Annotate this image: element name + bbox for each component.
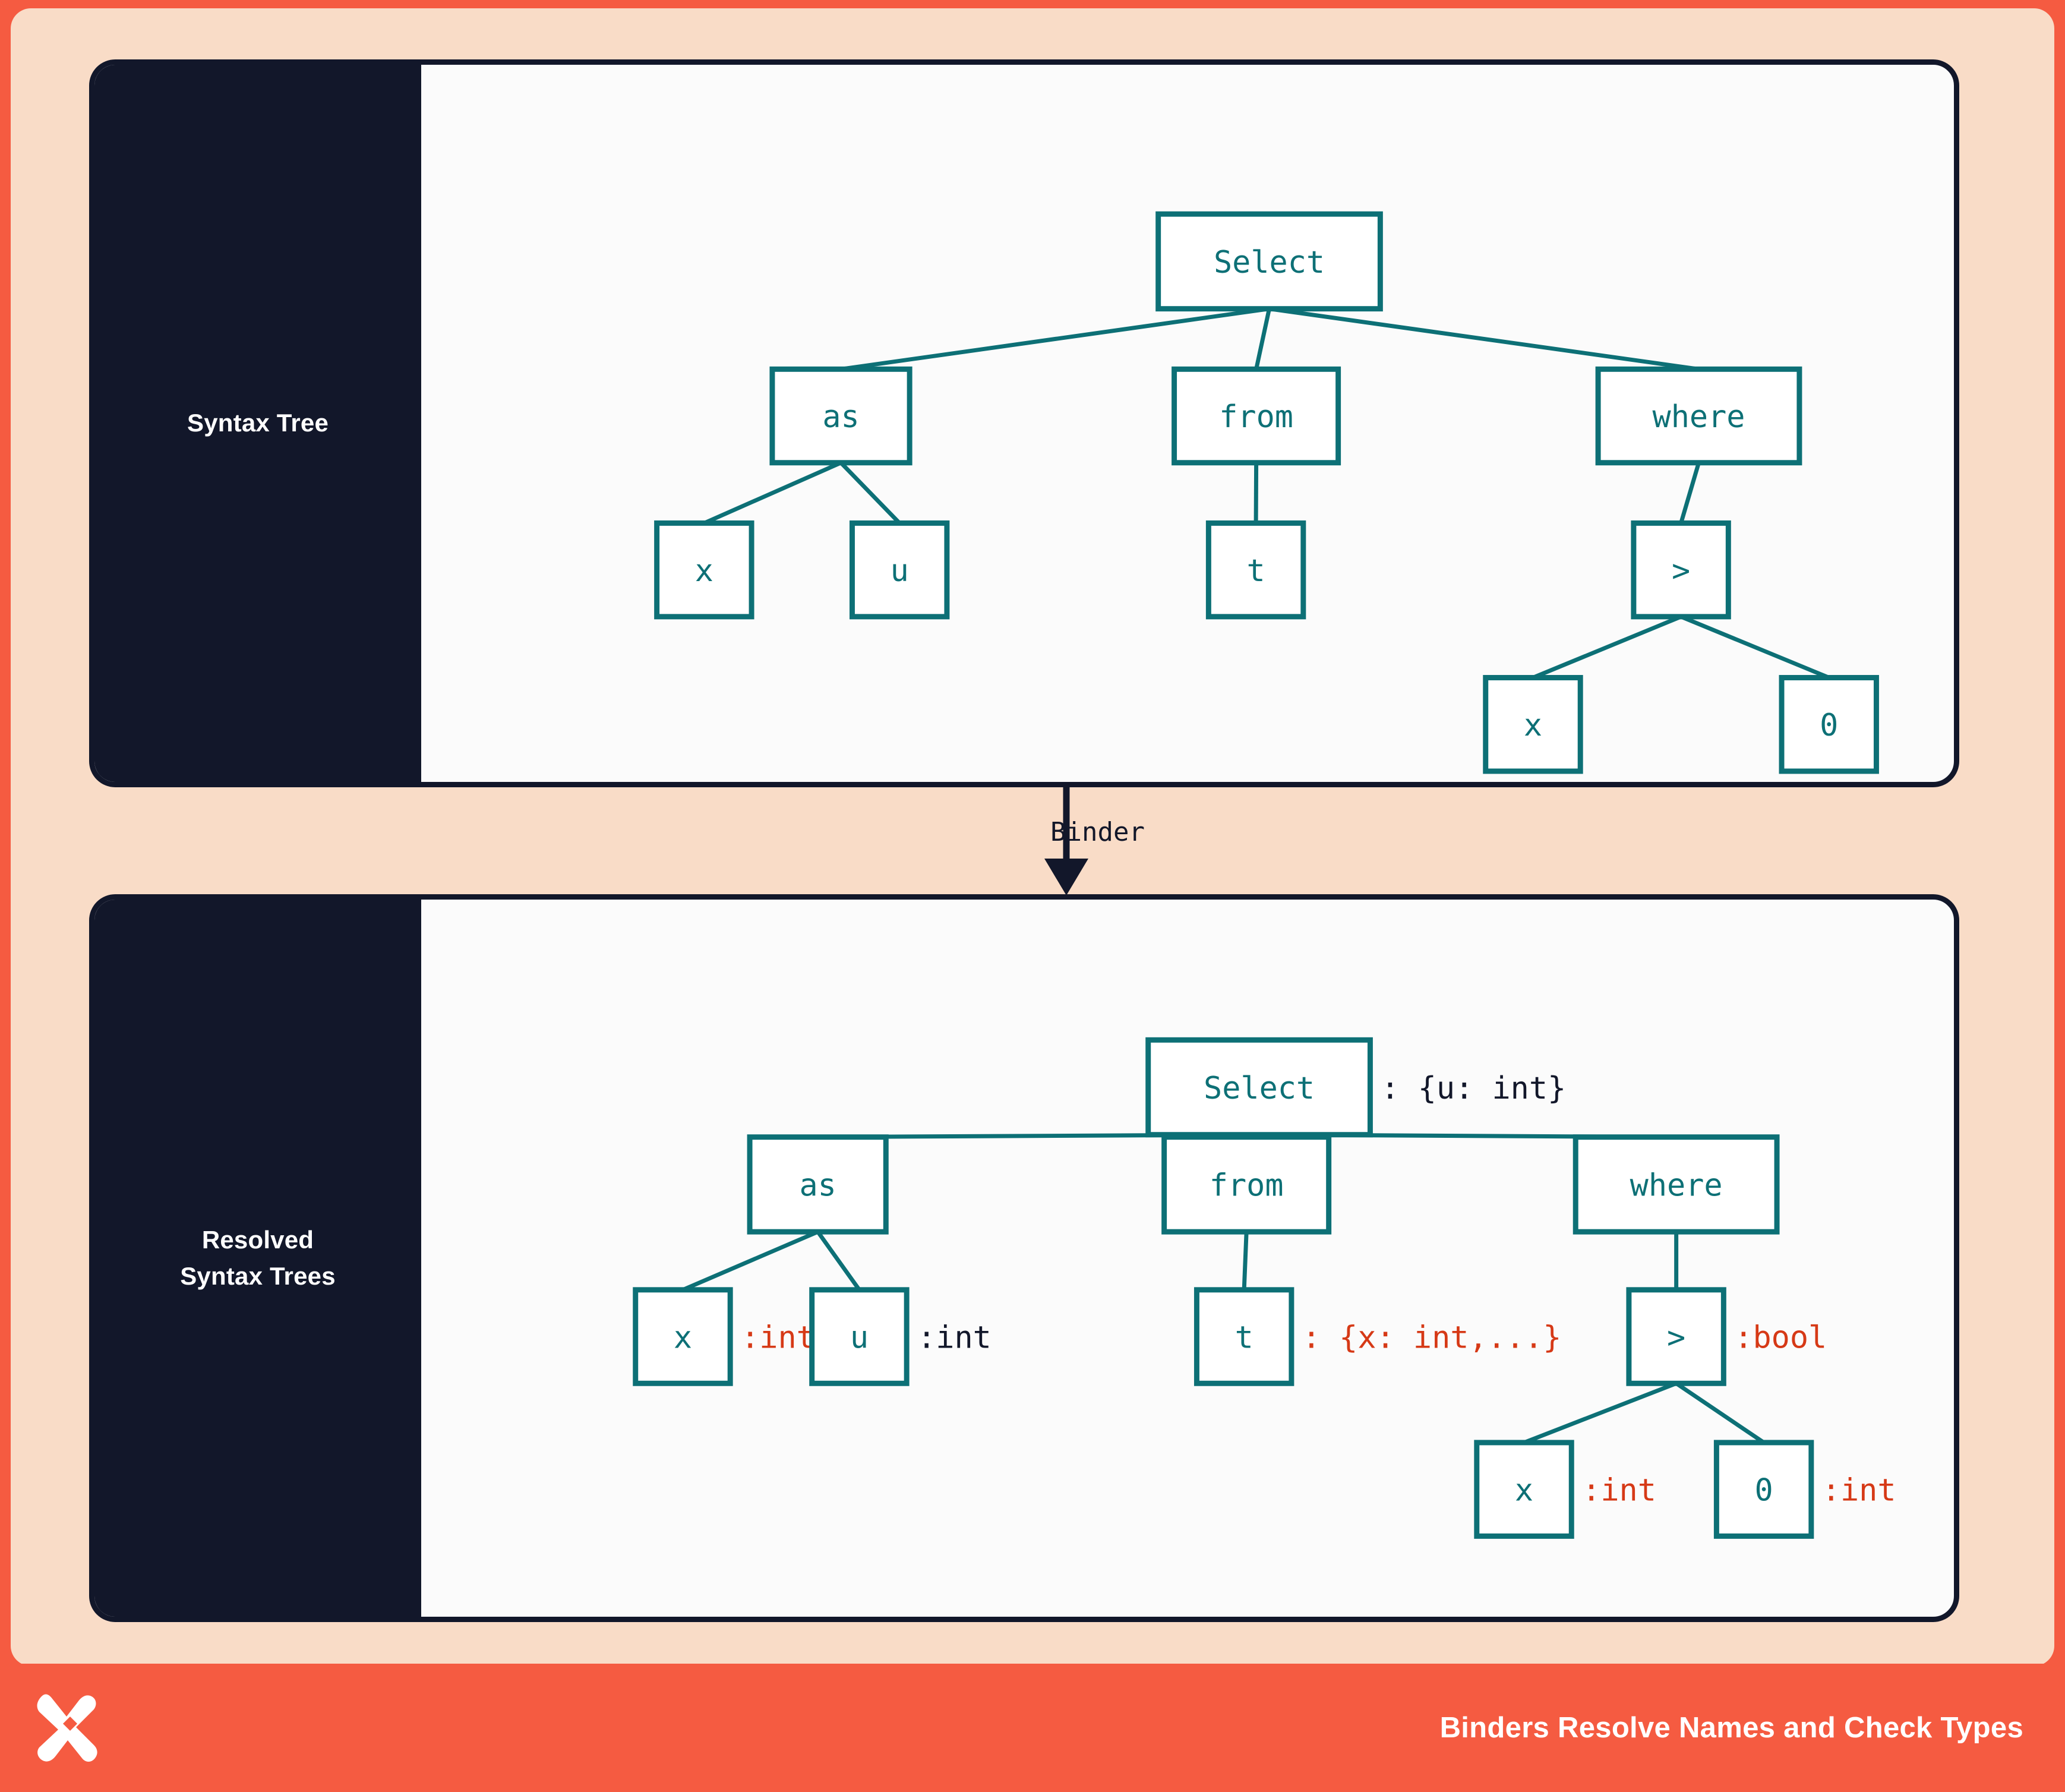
node-label: t xyxy=(1235,1320,1253,1356)
binder-arrow-icon xyxy=(1044,787,1088,895)
tree-edge xyxy=(1269,307,1699,371)
node-label: Select xyxy=(1204,1071,1315,1106)
tree-node-where[interactable]: where xyxy=(1573,1134,1780,1235)
node-box xyxy=(1631,520,1731,620)
type-annotation: : {x: int,...} xyxy=(1302,1320,1562,1356)
tree-edge xyxy=(1679,462,1701,524)
node-label: 0 xyxy=(1820,708,1838,743)
tree-edges xyxy=(703,307,1830,680)
node-box xyxy=(1145,1037,1373,1138)
tree-edge xyxy=(1680,614,1830,680)
node-label: > xyxy=(1667,1320,1685,1356)
node-label: where xyxy=(1630,1168,1723,1203)
tree-node-gt-0[interactable]: 0 :int xyxy=(1713,1440,1896,1539)
node-box xyxy=(1483,675,1583,774)
tree-canvas-resolved-syntax-trees: Select : {u: int} as from where x :int u :int t : … xyxy=(421,900,1954,1617)
node-box xyxy=(747,1134,889,1235)
tree-edge xyxy=(682,1229,819,1292)
tree-edge xyxy=(1242,1232,1249,1290)
tree-node-from-t[interactable]: t : {x: int,...} xyxy=(1193,1287,1562,1386)
tree-node-as-x[interactable]: x xyxy=(654,520,754,620)
tree-edge xyxy=(1675,1381,1766,1444)
panel-resolved-syntax-trees: Resolved Syntax Trees Select : {u: int} as… xyxy=(89,894,1959,1622)
syntax-tree-svg: Select as from where x u t > x 0 xyxy=(654,211,1879,774)
tree-node-where[interactable]: where xyxy=(1595,366,1802,466)
tree-node-as[interactable]: as xyxy=(769,366,912,466)
node-box xyxy=(1193,1287,1294,1386)
sidebar-label-resolved-syntax-trees: Resolved Syntax Trees xyxy=(180,1225,336,1290)
node-box xyxy=(1172,366,1341,466)
tree-node-gt-0[interactable]: 0 xyxy=(1779,675,1879,774)
footer-bar: Binders Resolve Names and Check Types xyxy=(0,1664,2065,1792)
tree-edge xyxy=(839,461,901,525)
node-label: from xyxy=(1219,399,1293,435)
node-label: from xyxy=(1210,1168,1284,1203)
tree-node-gt-x[interactable]: x xyxy=(1483,675,1583,774)
node-label: 0 xyxy=(1755,1473,1773,1509)
node-box xyxy=(849,520,950,620)
tree-node-select[interactable]: Select xyxy=(1155,211,1383,312)
node-label: x xyxy=(674,1320,692,1356)
resolved-syntax-tree-svg: Select : {u: int} as from where x :int u :int t : … xyxy=(633,1037,1896,1539)
type-annotation: :bool xyxy=(1734,1320,1827,1356)
tree-node-select[interactable]: Select : {u: int} xyxy=(1145,1037,1566,1138)
tree-edge xyxy=(841,307,1270,371)
tree-edge xyxy=(816,1231,861,1291)
panel-syntax-tree: Syntax Tree Select as from where x u t > x 0 xyxy=(89,59,1959,787)
tree-edge xyxy=(1254,308,1271,370)
type-annotation: : {u: int} xyxy=(1381,1071,1566,1106)
binder-label: Binder xyxy=(1050,817,1145,847)
type-annotation: :int xyxy=(741,1320,815,1356)
tree-node-as[interactable]: as xyxy=(747,1134,889,1235)
sidebar-label-syntax-tree: Syntax Tree xyxy=(187,409,329,437)
node-box xyxy=(1474,1440,1574,1539)
type-annotation: :int xyxy=(1582,1473,1656,1509)
node-box xyxy=(1161,1134,1332,1235)
tree-edge xyxy=(1532,614,1682,680)
node-label: u xyxy=(891,553,909,589)
node-box xyxy=(1626,1287,1726,1386)
node-label: Select xyxy=(1214,245,1325,280)
node-box xyxy=(1779,675,1879,774)
node-label: as xyxy=(822,399,859,435)
node-box xyxy=(654,520,754,620)
node-box xyxy=(1205,520,1306,620)
tree-edge xyxy=(703,460,842,525)
node-label: as xyxy=(799,1168,836,1203)
node-label: x xyxy=(695,553,713,589)
node-box xyxy=(1573,1134,1780,1235)
tree-node-gt[interactable]: > :bool xyxy=(1626,1287,1827,1386)
tree-edge xyxy=(1523,1381,1677,1445)
tree-node-as-x[interactable]: x :int xyxy=(633,1287,815,1386)
tree-node-as-u[interactable]: u xyxy=(849,520,950,620)
node-label: u xyxy=(850,1320,869,1356)
tree-canvas-syntax-tree: Select as from where x u t > x 0 xyxy=(421,65,1954,782)
type-annotation: :int xyxy=(917,1320,992,1356)
tree-node-gt-x[interactable]: x :int xyxy=(1474,1440,1656,1539)
node-box xyxy=(809,1287,910,1386)
node-label: > xyxy=(1672,553,1690,589)
node-label: t xyxy=(1247,553,1265,589)
tree-node-from[interactable]: from xyxy=(1161,1134,1332,1235)
tree-node-from-t[interactable]: t xyxy=(1205,520,1306,620)
node-box xyxy=(1155,211,1383,312)
x-mark-logo-icon xyxy=(37,1694,97,1762)
footer-caption: Binders Resolve Names and Check Types xyxy=(1439,1712,2023,1744)
node-label: x xyxy=(1524,708,1542,743)
sidebar-syntax-tree: Syntax Tree xyxy=(94,65,421,782)
node-box xyxy=(1595,366,1802,466)
tree-node-as-u[interactable]: u :int xyxy=(809,1287,992,1386)
tree-node-gt[interactable]: > xyxy=(1631,520,1731,620)
tree-node-from[interactable]: from xyxy=(1172,366,1341,466)
type-annotation: :int xyxy=(1822,1473,1896,1509)
binder-arrow-band xyxy=(89,787,1959,895)
node-box xyxy=(633,1287,733,1386)
node-label: where xyxy=(1653,399,1745,435)
sidebar-resolved-syntax-trees: Resolved Syntax Trees xyxy=(94,900,421,1617)
node-box xyxy=(1713,1440,1814,1539)
node-label: x xyxy=(1515,1473,1533,1509)
node-box xyxy=(769,366,912,466)
